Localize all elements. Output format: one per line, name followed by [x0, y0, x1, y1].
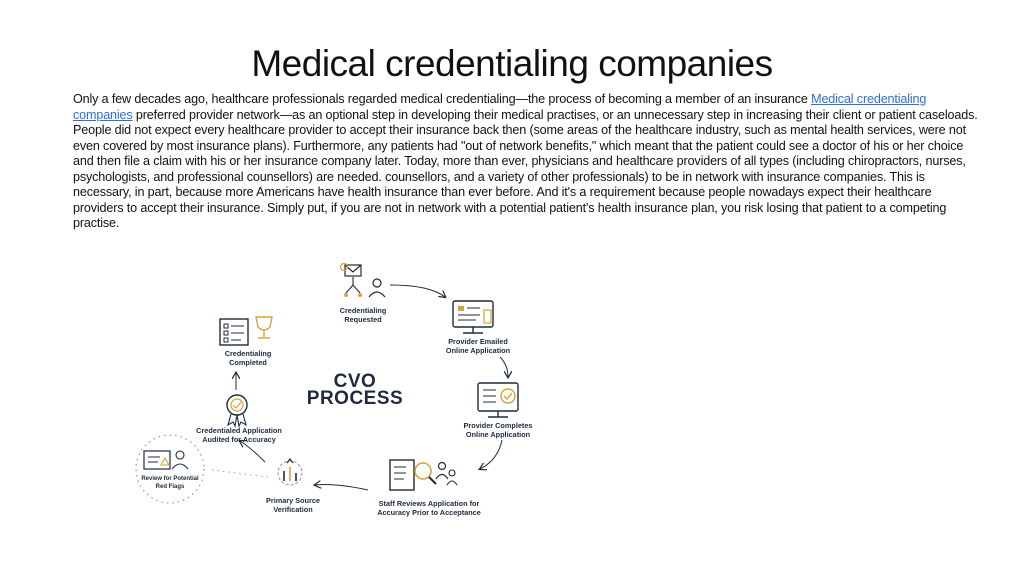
credentialing-completed-label-2: Completed	[229, 358, 267, 367]
red-flags-review-icon	[135, 434, 205, 504]
credentialing-requested-icon	[339, 262, 386, 298]
center-title-line2: PROCESS	[307, 388, 403, 409]
provider-emailed-label-1: Provider Emailed	[448, 337, 508, 346]
provider-completes-icon	[477, 382, 519, 418]
center-title-line1: CVO	[334, 371, 377, 392]
paragraph-rest: preferred provider network—as an optiona…	[73, 107, 978, 231]
red-flags-label-2: Red Flags	[156, 484, 185, 490]
paragraph-intro: Only a few decades ago, healthcare profe…	[73, 92, 812, 106]
arrow-requested-to-emailed	[389, 284, 445, 297]
provider-completes-label-2: Online Application	[466, 430, 530, 439]
credentialing-requested-label-2: Requested	[344, 315, 381, 324]
primary-source-label-2: Verification	[273, 505, 312, 514]
audited-label-2: Audited for Accuracy	[202, 435, 276, 444]
red-flags-label-1: Review for Potential	[141, 476, 199, 482]
arrow-primary-to-audited	[240, 441, 266, 463]
arrow-emailed-to-completes	[499, 356, 508, 377]
provider-emailed-label-2: Online Application	[446, 346, 510, 355]
audited-label-1: Credentialed Application	[196, 426, 282, 435]
dotted-connector	[211, 469, 269, 478]
cvo-process-diagram: CVO PROCESS Credentialing Requested Prov…	[135, 262, 533, 517]
provider-completes-label-1: Provider Completes	[464, 421, 533, 430]
primary-source-label-1: Primary Source	[266, 496, 320, 505]
arrow-completes-to-review	[480, 439, 503, 469]
body-paragraph: Only a few decades ago, healthcare profe…	[73, 92, 979, 232]
audited-badge-icon	[226, 394, 248, 428]
medical-credentialing-link[interactable]: Medical credentialing companies	[73, 92, 927, 122]
staff-reviews-label-1: Staff Reviews Application for	[379, 499, 480, 508]
provider-emailed-icon	[452, 300, 494, 334]
staff-reviews-label-2: Accuracy Prior to Acceptance	[377, 508, 481, 517]
arrow-review-to-primary	[315, 485, 369, 491]
staff-reviews-icon	[389, 459, 458, 491]
credentialing-completed-icon	[219, 316, 273, 346]
primary-source-verification-icon	[277, 458, 303, 486]
credentialing-requested-label-1: Credentialing	[340, 306, 387, 315]
page-title: Medical credentialing companies	[251, 43, 773, 84]
credentialing-completed-label-1: Credentialing	[225, 349, 272, 358]
